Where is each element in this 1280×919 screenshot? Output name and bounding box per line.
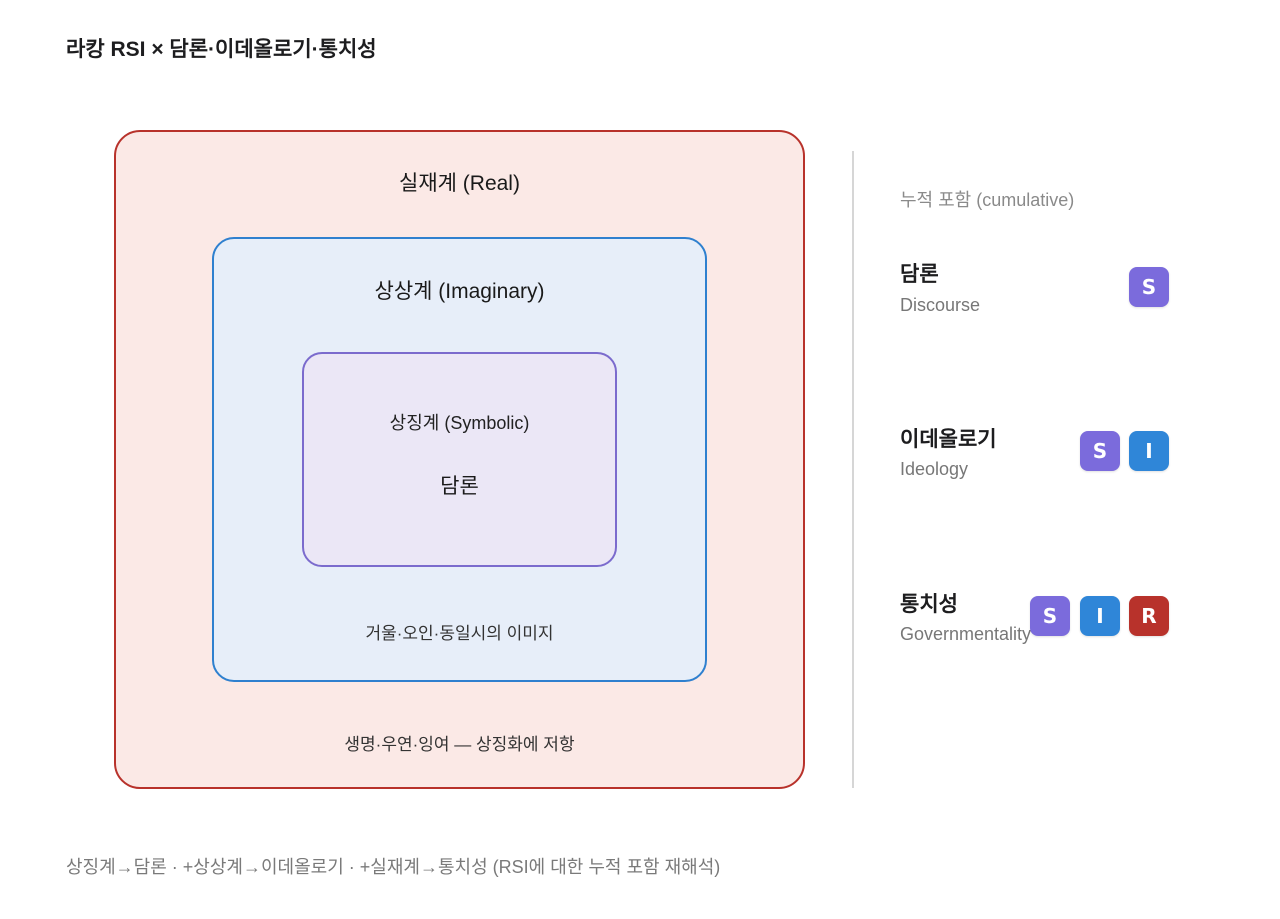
badge-s-discourse: S	[1129, 267, 1169, 307]
divider	[852, 151, 854, 788]
badge-i-governmentality: I	[1080, 596, 1120, 636]
symbolic-main-label: 담론	[440, 475, 479, 498]
row-sub-discourse: Discourse	[900, 295, 981, 315]
imaginary-note: 거울·오인·동일시의 이미지	[365, 624, 554, 643]
symbolic-box	[302, 352, 617, 567]
imaginary-title: 상상계 (Imaginary)	[374, 280, 545, 303]
row-sub-governmentality: Governmentality	[900, 624, 1032, 644]
row-sub-ideology: Ideology	[900, 459, 969, 479]
row-label-ideology: 이데올로기	[900, 428, 997, 451]
footer-caption: 상징계→담론 · +상상계→이데올로기 · +실재계→통치성 (RSI에 대한 …	[66, 857, 721, 877]
page-title: 라캉 RSI × 담론·이데올로기·통치성	[66, 38, 377, 61]
side-heading: 누적 포함 (cumulative)	[900, 190, 1075, 210]
symbolic-title: 상징계 (Symbolic)	[389, 413, 530, 433]
badge-r-governmentality: R	[1129, 596, 1169, 636]
badge-s-ideology: S	[1080, 431, 1120, 471]
real-note: 생명·우연·잉여 — 상징화에 저항	[344, 735, 575, 754]
badge-s-governmentality: S	[1030, 596, 1070, 636]
badge-i-ideology: I	[1129, 431, 1169, 471]
real-title: 실재계 (Real)	[399, 172, 520, 195]
row-label-discourse: 담론	[900, 263, 939, 286]
row-label-governmentality: 통치성	[900, 593, 958, 616]
